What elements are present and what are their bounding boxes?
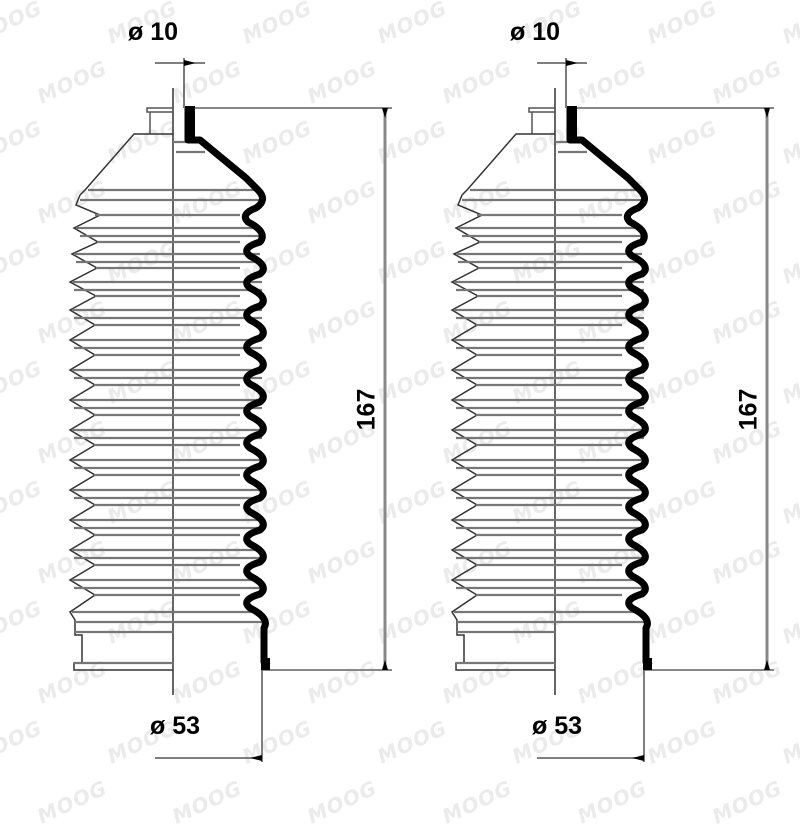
length-label-right: 167: [734, 388, 763, 431]
bottom-diameter-label-left: ø 53: [150, 712, 201, 740]
bellows-boot-right: [452, 58, 774, 762]
bellows-boot-left: [70, 58, 392, 762]
bottom-diameter-label-right: ø 53: [532, 712, 583, 740]
top-diameter-label-left: ø 10: [128, 18, 179, 46]
top-diameter-label-right: ø 10: [510, 18, 561, 46]
bellows-diagram: [0, 0, 800, 800]
length-label-left: 167: [352, 388, 381, 431]
